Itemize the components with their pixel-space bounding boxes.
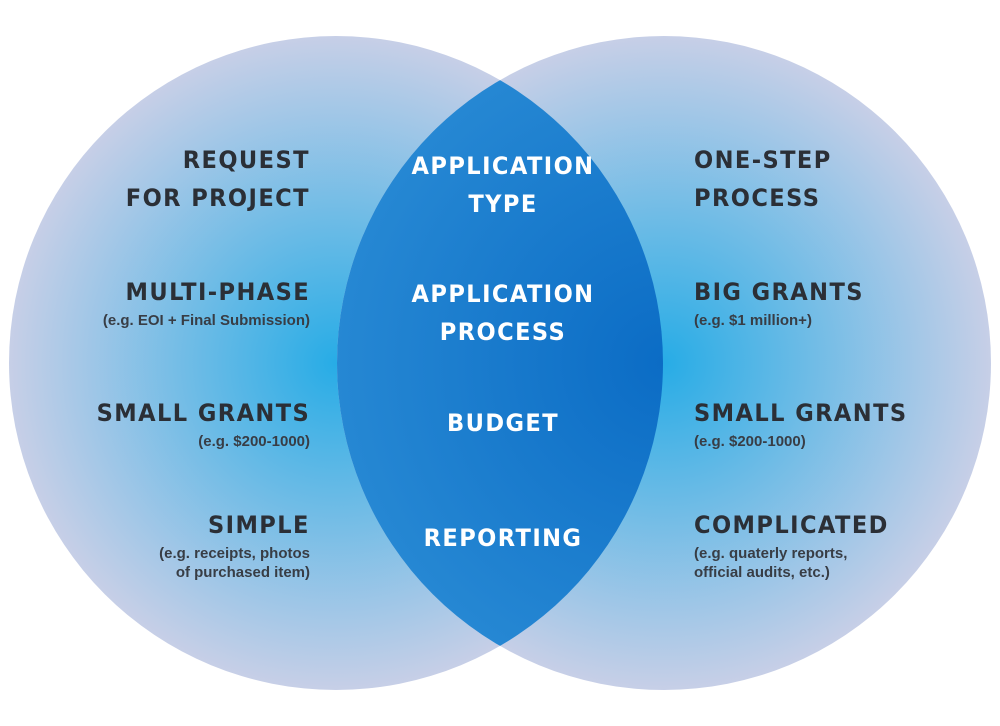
left-request-line1: REQUEST: [182, 146, 310, 174]
center-budget-label: BUDGET: [380, 404, 626, 442]
center-reporting-text: REPORTING: [423, 524, 583, 552]
right-small-grants-title: SMALL GRANTS: [694, 399, 908, 427]
left-simple-label: SIMPLE (e.g. receipts, photos of purchas…: [159, 506, 310, 582]
center-application-type-line2: TYPE: [468, 190, 538, 218]
center-application-type-label: APPLICATION TYPE: [380, 147, 626, 223]
right-one-step-label: ONE-STEP PROCESS: [694, 141, 840, 217]
center-application-process-label: APPLICATION PROCESS: [380, 275, 626, 351]
left-small-grants-title: SMALL GRANTS: [96, 399, 310, 427]
left-simple-note-line2: of purchased item): [175, 564, 310, 581]
right-one-step-line1: ONE-STEP: [694, 146, 832, 174]
right-complicated-note-line1: (e.g. quaterly reports,: [694, 545, 848, 562]
right-small-grants-note: (e.g. $200-1000): [694, 433, 806, 450]
left-simple-title: SIMPLE: [208, 511, 310, 539]
left-simple-note-line1: (e.g. receipts, photos: [159, 545, 310, 562]
left-multi-phase-note: (e.g. EOI + Final Submission): [102, 312, 310, 329]
left-request-line2: FOR PROJECT: [125, 184, 310, 212]
right-big-grants-note: (e.g. $1 million+): [694, 312, 812, 329]
center-reporting-label: REPORTING: [380, 519, 626, 557]
center-budget-text: BUDGET: [446, 409, 560, 437]
left-request-label: REQUEST FOR PROJECT: [114, 141, 310, 217]
right-complicated-label: COMPLICATED (e.g. quaterly reports, offi…: [694, 506, 901, 582]
center-application-type-line1: APPLICATION: [411, 152, 595, 180]
right-one-step-line2: PROCESS: [694, 184, 821, 212]
right-small-grants-label: SMALL GRANTS (e.g. $200-1000): [694, 394, 921, 451]
left-small-grants-note: (e.g. $200-1000): [198, 433, 310, 450]
right-complicated-title: COMPLICATED: [694, 511, 889, 539]
left-multi-phase-title: MULTI-PHASE: [125, 278, 310, 306]
right-big-grants-title: BIG GRANTS: [694, 278, 864, 306]
overlap-lens: [337, 36, 663, 690]
right-complicated-note-line2: official audits, etc.): [694, 564, 830, 581]
left-small-grants-label: SMALL GRANTS (e.g. $200-1000): [83, 394, 310, 451]
center-application-process-line2: PROCESS: [439, 318, 567, 346]
right-big-grants-label: BIG GRANTS (e.g. $1 million+): [694, 273, 875, 330]
center-application-process-line1: APPLICATION: [411, 280, 595, 308]
left-multi-phase-label: MULTI-PHASE (e.g. EOI + Final Submission…: [103, 273, 310, 330]
